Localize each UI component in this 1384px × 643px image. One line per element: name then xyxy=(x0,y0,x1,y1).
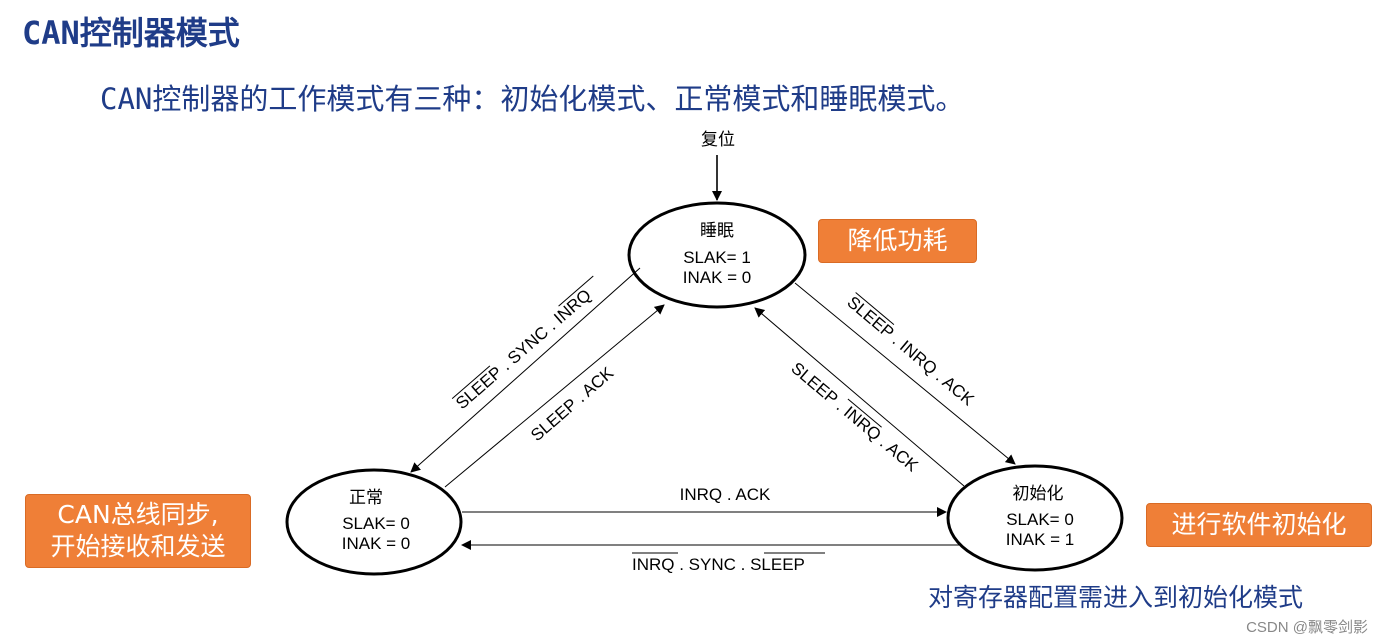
callout-can-sync: CAN总线同步, 开始接收和发送 xyxy=(25,494,251,568)
watermark: CSDN @飘零剑影 xyxy=(1246,619,1368,636)
register-config-note: 对寄存器配置需进入到初始化模式 xyxy=(928,583,1304,612)
label-sleep-to-init: SLEEP . INRQ . ACK xyxy=(843,292,978,410)
state-normal-name: 正常 xyxy=(349,488,383,508)
label-normal-to-sleep: SLEEP . ACK xyxy=(527,363,617,445)
state-init: 初始化 SLAK= 0 INAK = 1 xyxy=(946,464,1124,572)
overline-sleep xyxy=(451,365,491,400)
page-title: CAN控制器模式 xyxy=(22,14,240,52)
label-normal-to-init: INRQ . ACK xyxy=(680,485,771,504)
state-normal: 正常 SLAK= 0 INAK = 0 xyxy=(285,468,463,576)
svg-text:SLEEP . INRQ . ACK: SLEEP . INRQ . ACK xyxy=(787,359,922,476)
callout-low-power: 降低功耗 xyxy=(818,219,977,263)
label-init-to-normal-mid: . SYNC . xyxy=(675,555,751,574)
callout-software-init: 进行软件初始化 xyxy=(1146,503,1372,547)
svg-text:INRQ . SYNC . SLEEP: INRQ . SYNC . SLEEP xyxy=(632,555,805,574)
state-normal-inak: INAK = 0 xyxy=(342,534,411,553)
svg-text:SLEEP . INRQ . ACK: SLEEP . INRQ . ACK xyxy=(843,293,978,410)
state-sleep-slak: SLAK= 1 xyxy=(683,248,751,267)
callout-can-sync-line1: CAN总线同步, xyxy=(57,500,219,529)
overline-sleep xyxy=(855,292,895,326)
arrow-normal-to-sleep xyxy=(444,304,665,488)
state-sleep: 睡眠 SLAK= 1 INAK = 0 xyxy=(627,201,807,309)
overline-inrq xyxy=(847,398,882,428)
label-init-to-normal-over2: SLEEP xyxy=(750,555,805,574)
reset-label: 复位 xyxy=(701,130,735,150)
label-init-to-sleep-pre: SLEEP . xyxy=(787,359,852,418)
page-subtitle: CAN控制器的工作模式有三种：初始化模式、正常模式和睡眠模式。 xyxy=(100,82,965,116)
overline-inrq xyxy=(558,275,594,307)
state-init-inak: INAK = 1 xyxy=(1006,530,1075,549)
label-init-to-normal: INRQ . SYNC . SLEEP xyxy=(632,552,825,574)
arrow-init-to-sleep xyxy=(754,307,965,487)
label-sleep-to-normal-over2: INRQ xyxy=(550,285,595,327)
state-sleep-name: 睡眠 xyxy=(700,221,734,241)
label-sleep-to-init-over1: SLEEP xyxy=(843,293,897,343)
arrow-sleep-to-init xyxy=(794,282,1016,465)
state-init-slak: SLAK= 0 xyxy=(1006,510,1074,529)
state-init-name: 初始化 xyxy=(1013,484,1064,504)
arrow-sleep-to-normal xyxy=(410,267,641,473)
callout-can-sync-line2: 开始接收和发送 xyxy=(50,532,226,561)
label-sleep-to-normal-over1: SLEEP xyxy=(452,363,506,413)
state-sleep-inak: INAK = 0 xyxy=(683,268,752,287)
state-normal-slak: SLAK= 0 xyxy=(342,514,410,533)
label-init-to-sleep-rest: . ACK xyxy=(873,430,923,476)
label-init-to-normal-over1: INRQ xyxy=(632,555,675,574)
label-normal-to-sleep-text: SLEEP . ACK xyxy=(527,363,617,445)
label-init-to-sleep: SLEEP . INRQ . ACK xyxy=(787,359,922,476)
